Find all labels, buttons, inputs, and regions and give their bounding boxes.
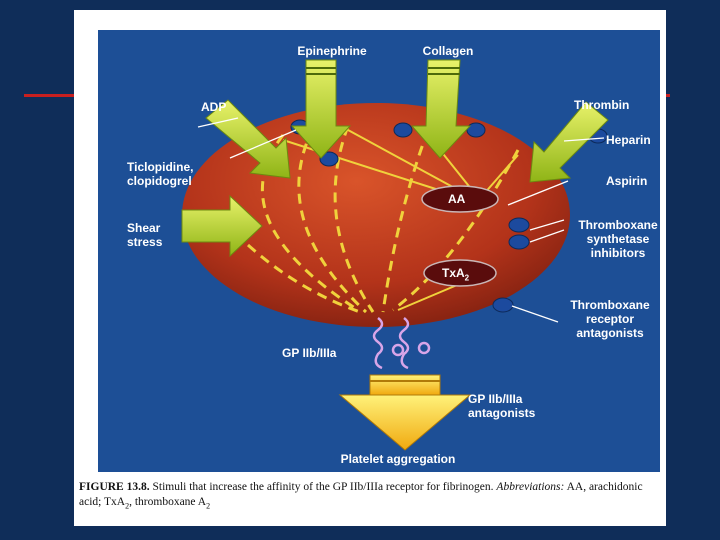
ticlopidine-label: Ticlopidine, clopidogrel [127,160,193,188]
figure-panel: Epinephrine Collagen ADP Thrombin Shear … [98,30,660,472]
txra-line-1: Thromboxane [570,298,650,312]
txsi-line-1: Thromboxane [578,218,658,232]
thromboxane-receptor-antagonists-label: Thromboxane receptor antagonists [560,298,660,340]
epinephrine-label: Epinephrine [297,44,367,58]
shear-stress-label: Shear stress [127,221,162,249]
aspirin-label: Aspirin [606,174,648,188]
shear-line-2: stress [127,235,163,249]
platelet-diagram [181,59,609,451]
caption-text-a: Stimuli that increase the affinity of th… [152,481,494,493]
aggregation-arrow [338,374,472,451]
ticlopidine-line-1: Ticlopidine, [127,160,194,174]
gp-antag-line-1: GP IIb/IIIa [468,392,523,406]
stimulus-arrows [181,59,609,258]
leader-lines [197,117,605,323]
caption-label: FIGURE 13.8. [79,481,150,493]
shear-line-1: Shear [127,221,161,235]
txa2-subscript: 2 [464,273,470,283]
txra-line-3: antagonists [576,326,644,340]
aa-node-label: AA [448,192,466,206]
heparin-label: Heparin [606,133,651,147]
caption-sub-2: 2 [206,501,211,511]
thromboxane-synthetase-inhibitors-label: Thromboxane synthetase inhibitors [570,218,666,260]
ticlopidine-line-2: clopidogrel [127,174,192,188]
txra-line-2: receptor [585,312,635,326]
title-underline [24,94,74,97]
platelet-aggregation-label: Platelet aggregation [340,452,456,466]
thrombin-label: Thrombin [574,98,630,112]
title-underline-end [664,94,670,97]
gp-receptor-label: GP IIb/IIIa [282,346,337,360]
caption-abbreviations: Abbreviations: [496,481,565,493]
adp-label: ADP [201,100,227,114]
figure-page: Epinephrine Collagen ADP Thrombin Shear … [74,10,666,526]
txsi-line-2: synthetase [586,232,650,246]
gp-antagonists-label: GP IIb/IIIa antagonists [468,392,535,420]
caption-text-c: , thromboxane A [129,496,207,508]
collagen-label: Collagen [422,44,474,58]
figure-caption: FIGURE 13.8. Stimuli that increase the a… [79,480,663,513]
caption-sub-1: 2 [125,501,130,511]
gp-iib-iiia-coils [372,317,431,370]
txsi-line-3: inhibitors [590,246,646,260]
txa2-node-label: TxA2 [442,266,469,282]
gp-antag-line-2: antagonists [468,406,536,420]
txa2-base: TxA [442,266,465,280]
txa2-node [423,259,497,287]
aa-node [421,185,499,213]
caption-text-b: AA, arachidonic acid; TxA [79,481,643,508]
